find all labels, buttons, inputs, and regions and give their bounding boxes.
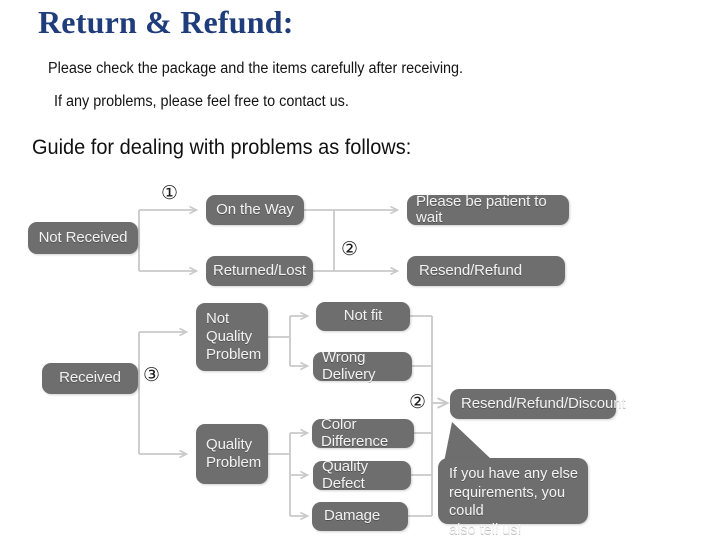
- node-received[interactable]: Received: [42, 363, 138, 394]
- intro-line-1: Please check the package and the items c…: [48, 60, 464, 77]
- node-not-received[interactable]: Not Received: [28, 222, 138, 254]
- callout-pointer: [444, 422, 491, 462]
- node-damage[interactable]: Damage: [312, 502, 408, 531]
- node-returned-lost[interactable]: Returned/Lost: [206, 256, 313, 286]
- node-quality-problem[interactable]: Quality Problem: [196, 424, 268, 484]
- page-title: Return & Refund:: [38, 4, 294, 40]
- callout-bubble: If you have any else requirements, you c…: [438, 458, 588, 538]
- step-marker-2-top: ②: [341, 238, 359, 260]
- node-not-quality-problem[interactable]: Not Quality Problem: [196, 303, 268, 371]
- node-on-the-way[interactable]: On the Way: [206, 195, 304, 225]
- intro-line-2: If any problems, please feel free to con…: [54, 93, 349, 110]
- node-color-difference[interactable]: Color Difference: [312, 417, 414, 449]
- node-please-be-patient[interactable]: Please be patient to wait: [407, 193, 569, 226]
- guide-heading: Guide for dealing with problems as follo…: [32, 136, 412, 159]
- step-marker-2-bottom: ②: [409, 391, 427, 413]
- step-marker-3: ③: [143, 364, 161, 386]
- node-resend-refund[interactable]: Resend/Refund: [407, 256, 565, 286]
- node-not-fit[interactable]: Not fit: [316, 302, 410, 331]
- node-wrong-delivery[interactable]: Wrong Delivery: [313, 350, 412, 382]
- node-resend-refund-discount[interactable]: Resend/Refund/Discount: [450, 389, 626, 419]
- step-marker-1: ①: [161, 182, 179, 204]
- node-quality-defect[interactable]: Quality Defect: [313, 459, 411, 491]
